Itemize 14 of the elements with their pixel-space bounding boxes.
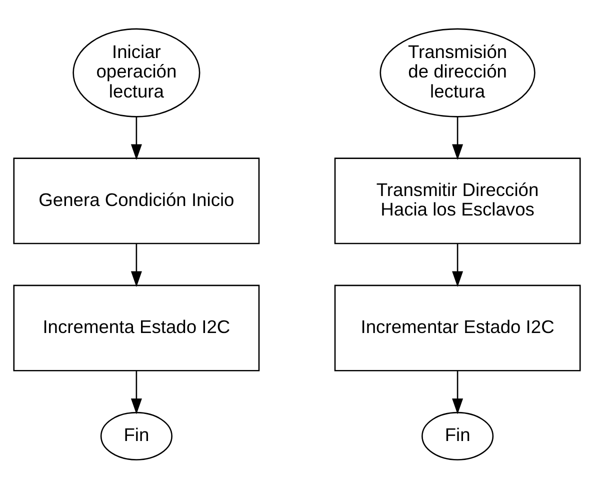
node-ellipse: Transmisión de dirección lectura: [380, 28, 536, 117]
arrow: [130, 370, 142, 414]
arrow: [452, 116, 464, 160]
node-ellipse: Fin: [100, 411, 172, 460]
arrow: [130, 116, 142, 160]
arrow: [130, 243, 142, 286]
node-ellipse: Iniciar operación lectura: [72, 28, 200, 117]
node-ellipse: Fin: [422, 411, 494, 460]
arrow: [452, 243, 464, 286]
node-box: Genera Condición Inicio: [13, 157, 260, 244]
node-box: Transmitir Dirección Hacia los Esclavos: [334, 157, 581, 244]
node-box: Incrementar Estado I2C: [334, 284, 581, 371]
node-box: Incrementa Estado I2C: [13, 284, 260, 371]
arrow: [452, 370, 464, 414]
